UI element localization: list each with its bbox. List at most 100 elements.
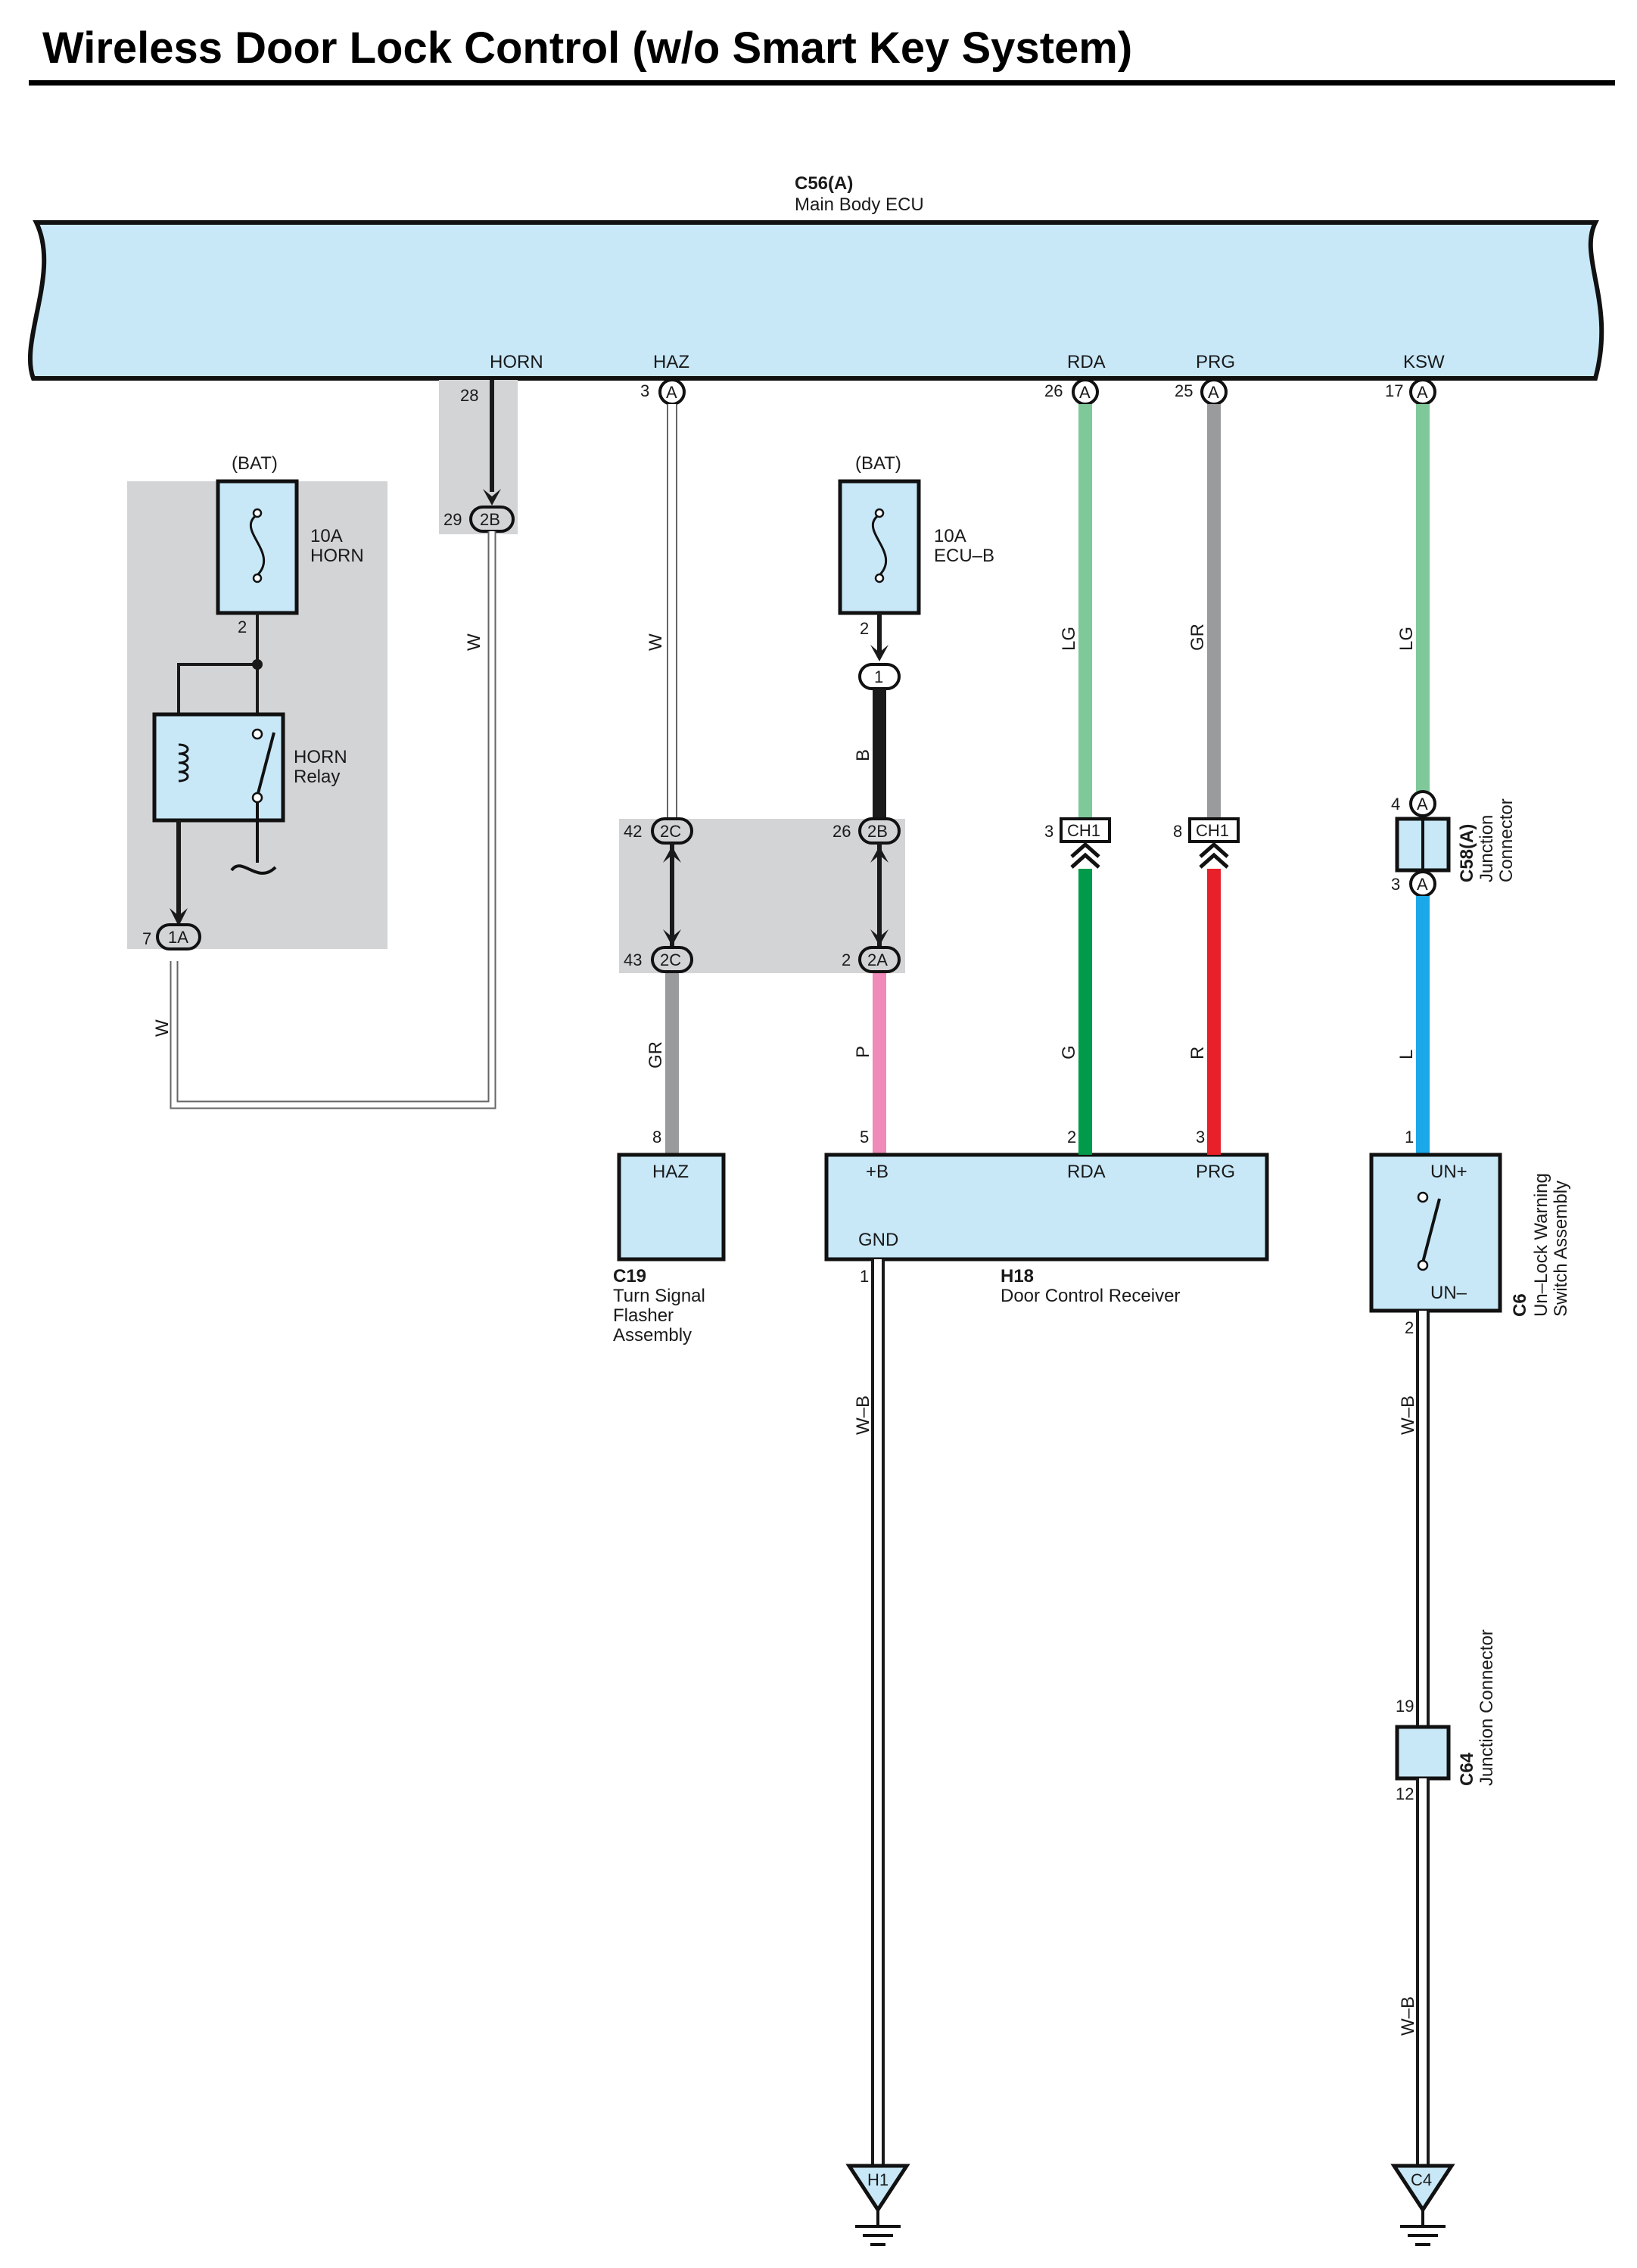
ecub-fuse-rating: 10A [934, 526, 966, 546]
c58-conn-top: A [1417, 795, 1428, 814]
relay-switch-icon [256, 732, 275, 797]
connector-2b-horn-label: 2B [480, 510, 500, 529]
connector-2a [858, 946, 901, 973]
connector-1a-label: 1A [168, 928, 188, 947]
c19-line1: Turn Signal [613, 1286, 705, 1306]
c19-terminal: HAZ [652, 1162, 689, 1182]
c58-code: C58(A) [1457, 824, 1477, 882]
haz-conn-a-label: A [666, 383, 677, 402]
page-title: Wireless Door Lock Control (w/o Smart Ke… [42, 23, 1133, 73]
ecu-terminal-horn: HORN [490, 352, 543, 372]
c58-conn-bottom: A [1417, 875, 1428, 894]
ecub-b-label: B [853, 749, 873, 761]
connector-2b-pin: 26 [833, 822, 851, 841]
gnd-wb-label-h18: W–B [853, 1395, 873, 1435]
c6-switch-icon [1421, 1198, 1441, 1263]
c19-code: C19 [613, 1266, 646, 1286]
c19-line2: Flasher [613, 1305, 674, 1326]
connector-1-label: 1 [874, 667, 883, 686]
c6-term-bottom: UN– [1430, 1283, 1467, 1303]
ground-h1-icon [845, 2164, 910, 2214]
rda-lg-label: LG [1059, 627, 1079, 651]
gnd-wb-label-c6: W–B [1398, 1395, 1418, 1435]
c19-line3: Assembly [613, 1325, 692, 1346]
ch1-rda-arrow-icon [1070, 842, 1100, 869]
c6-line1: Un–Lock Warning [1531, 1173, 1551, 1317]
connector-2c-upper-label: 2C [660, 822, 681, 841]
door-control-receiver [824, 1153, 1269, 1262]
c6-code: C6 [1510, 1293, 1530, 1317]
horn-pin-28: 28 [460, 386, 478, 405]
horn-fuse-element [249, 513, 266, 577]
h18-pin-prg: 3 [1196, 1128, 1205, 1146]
horn-symbol-icon [230, 864, 277, 875]
rda-pin-26: 26 [1044, 381, 1063, 400]
connector-2c-lower [651, 946, 693, 973]
turn-signal-flasher [617, 1153, 726, 1262]
main-body-ecu [28, 220, 1604, 381]
c6-line2: Switch Assembly [1551, 1181, 1571, 1317]
ksw-pin-17: 17 [1385, 381, 1403, 400]
prg-r-label: R [1187, 1047, 1208, 1059]
ground-c4-label: C4 [1411, 2170, 1432, 2189]
ecu-code: C56(A) [795, 173, 853, 194]
ecu-terminal-ksw: KSW [1403, 352, 1445, 372]
horn-fuse-out-pin: 2 [238, 618, 247, 636]
connector-2c-lower-pin: 43 [624, 950, 642, 969]
h18-name: Door Control Receiver [1001, 1286, 1180, 1306]
ch1-prg-arrow-icon [1199, 842, 1229, 869]
unlock-warning-switch [1369, 1153, 1502, 1313]
ecu-terminal-rda: RDA [1067, 352, 1106, 372]
horn-w-label: W [464, 633, 484, 651]
c64-pin-bottom: 12 [1396, 1784, 1414, 1803]
connector-ch1-prg [1188, 817, 1240, 843]
ch1-rda-label: CH1 [1067, 821, 1100, 840]
connector-2a-pin: 2 [842, 950, 851, 969]
h18-pin-b: 5 [860, 1128, 869, 1146]
junction-connector-c64 [1395, 1725, 1451, 1781]
connector-2c-lower-label: 2C [660, 950, 681, 969]
connector-ch1-rda [1060, 817, 1111, 843]
c6-term-top: UN+ [1430, 1162, 1467, 1182]
c58-pin-top: 4 [1391, 795, 1400, 814]
rda-g-label: G [1059, 1045, 1079, 1059]
horn-2b-pin: 29 [443, 510, 462, 529]
ch1-prg-pin: 8 [1173, 822, 1182, 841]
connector-2c-upper-pin: 42 [624, 822, 642, 841]
c58-pin-bottom: 3 [1391, 875, 1400, 894]
horn-fuse [216, 479, 299, 615]
haz-gr-label: GR [646, 1041, 666, 1069]
horn-relay-w-label: W [152, 1019, 173, 1037]
horn-relay-line2: Relay [294, 767, 340, 787]
ecub-fuse-source: (BAT) [855, 453, 901, 474]
ecub-fuse-out-pin: 2 [860, 619, 869, 638]
ecu-terminal-prg: PRG [1196, 352, 1235, 372]
h18-code: H18 [1001, 1266, 1034, 1286]
ground-h1-label: H1 [867, 2170, 889, 2189]
gnd-wb-label-c64: W–B [1398, 1996, 1418, 2036]
c64-code: C64 [1457, 1752, 1477, 1786]
h18-terminal-rda: RDA [1067, 1162, 1106, 1182]
relay-coil-icon [178, 743, 189, 782]
connector-2a-label: 2A [867, 950, 888, 969]
horn-arrow [483, 489, 501, 506]
ksw-lg-label: LG [1396, 627, 1417, 651]
horn-fuse-name: HORN [310, 546, 364, 566]
ksw-conn-a-label: A [1417, 383, 1428, 402]
connector-1a-pin: 7 [142, 929, 151, 948]
horn-fuse-source: (BAT) [232, 453, 278, 474]
h18-terminal-gnd: GND [858, 1230, 898, 1250]
ecub-p-label: P [853, 1046, 873, 1058]
horn-fuse-rating: 10A [310, 526, 343, 546]
haz-pin-3: 3 [640, 381, 649, 400]
ecu-name: Main Body ECU [795, 194, 924, 215]
c6-pin-top: 1 [1405, 1128, 1414, 1146]
ecu-terminal-haz: HAZ [653, 352, 689, 372]
ecub-fuse-element [871, 513, 888, 577]
h18-pin-gnd: 1 [860, 1267, 869, 1286]
c64-pin-top: 19 [1396, 1697, 1414, 1716]
h18-pin-rda: 2 [1067, 1128, 1076, 1146]
h18-terminal-b: +B [866, 1162, 889, 1182]
prg-gr-label: GR [1187, 624, 1208, 651]
